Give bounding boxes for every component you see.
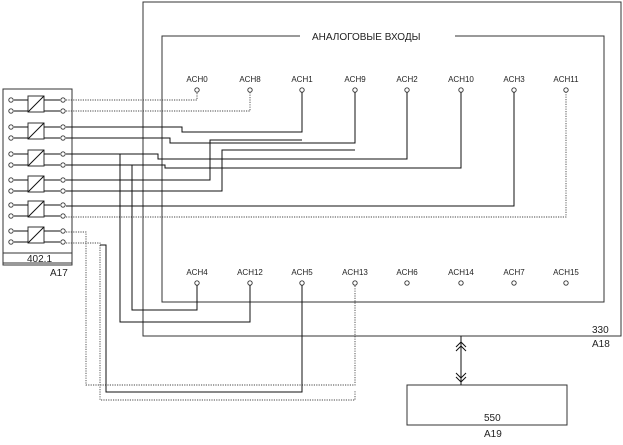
wire — [66, 92, 198, 101]
channel-label: ACH5 — [291, 268, 313, 277]
channel-label: ACH2 — [396, 75, 418, 84]
wire — [66, 92, 356, 144]
wire — [66, 242, 356, 401]
channel-terminal — [299, 280, 305, 286]
channel-label: ACH12 — [237, 268, 263, 277]
converter-stack — [8, 95, 66, 245]
channel-label: ACH6 — [396, 268, 418, 277]
channel-label: ACH4 — [186, 268, 208, 277]
wire — [66, 149, 355, 192]
channel-label: ACH1 — [291, 75, 313, 84]
module-a19-model: 550 — [484, 413, 501, 424]
analog-inputs-group: АНАЛОГОВЫЕ ВХОДЫ — [161, 32, 605, 303]
channel-terminal — [194, 87, 200, 93]
module-a19-ref: A19 — [484, 429, 502, 440]
channel-terminal — [511, 280, 517, 286]
wire — [66, 92, 515, 207]
wire — [66, 139, 302, 181]
channel-terminal — [458, 280, 464, 286]
channel-label: ACH15 — [553, 268, 579, 277]
channel-terminal — [299, 87, 305, 93]
wire — [66, 92, 567, 218]
wire — [66, 164, 198, 311]
module-a18-model: 330 — [592, 325, 609, 336]
channel-terminal — [404, 87, 410, 93]
channel-terminal — [458, 87, 464, 93]
channel-label: ACH10 — [448, 75, 474, 84]
wires — [66, 92, 567, 401]
channel-terminal — [563, 280, 569, 286]
channel-row-top: ACH0 ACH8 ACH1 ACH9 ACH2 ACH10 ACH3 ACH11 — [186, 75, 579, 93]
channel-label: ACH11 — [553, 75, 579, 84]
channel-terminal — [511, 87, 517, 93]
channel-terminal — [247, 87, 253, 93]
channel-label: ACH8 — [239, 75, 261, 84]
channel-label: ACH0 — [186, 75, 208, 84]
converter — [8, 226, 66, 245]
analog-inputs-title: АНАЛОГОВЫЕ ВХОДЫ — [312, 32, 421, 43]
channel-label: ACH3 — [503, 75, 525, 84]
wire — [66, 92, 251, 112]
channel-row-bottom: ACH4 ACH12 ACH5 ACH13 ACH6 ACH14 ACH7 ACH15 — [186, 268, 579, 286]
converter — [8, 95, 66, 114]
converter — [8, 149, 66, 168]
wire — [66, 92, 408, 160]
channel-label: ACH13 — [342, 268, 368, 277]
converter — [8, 200, 66, 219]
wire — [66, 153, 251, 323]
converter — [8, 122, 66, 141]
wire — [66, 92, 303, 133]
module-a17: 402.1 A17 — [2, 88, 73, 279]
module-a17-model: 402.1 — [27, 254, 52, 265]
wire — [66, 231, 356, 386]
channel-terminal — [352, 280, 358, 286]
channel-label: ACH7 — [503, 268, 525, 277]
bus-connector — [455, 336, 467, 385]
channel-label: ACH9 — [344, 75, 366, 84]
module-a17-ref: A17 — [50, 268, 68, 279]
module-a18-ref: A18 — [592, 339, 610, 350]
channel-terminal — [404, 280, 410, 286]
module-a18: 330 A18 — [142, 1, 622, 350]
channel-terminal — [194, 280, 200, 286]
channel-label: ACH14 — [448, 268, 474, 277]
converter — [8, 175, 66, 194]
module-a19: 550 A19 — [406, 384, 568, 440]
wire — [100, 244, 303, 393]
channel-terminal — [247, 280, 253, 286]
channel-terminal — [352, 87, 358, 93]
channel-terminal — [563, 87, 569, 93]
wire — [66, 92, 462, 169]
